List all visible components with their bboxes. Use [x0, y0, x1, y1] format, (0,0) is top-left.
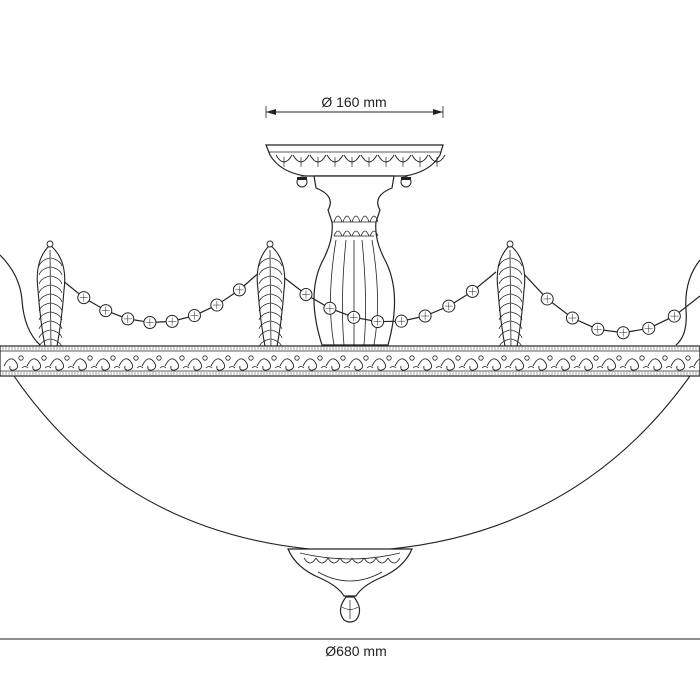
finial — [287, 548, 413, 623]
ceiling-canopy — [265, 144, 446, 188]
glass-bowl — [13, 375, 691, 550]
decorative-band — [0, 345, 700, 377]
acanthus-leaves — [36, 240, 526, 353]
top-diameter-label: Ø 160 mm — [321, 94, 386, 110]
stem — [313, 175, 396, 346]
bottom-dimension: Ø680 mm — [0, 638, 700, 659]
bead-garland — [0, 254, 700, 346]
top-dimension: Ø 160 mm — [265, 94, 444, 118]
bottom-diameter-label: Ø680 mm — [325, 643, 386, 659]
